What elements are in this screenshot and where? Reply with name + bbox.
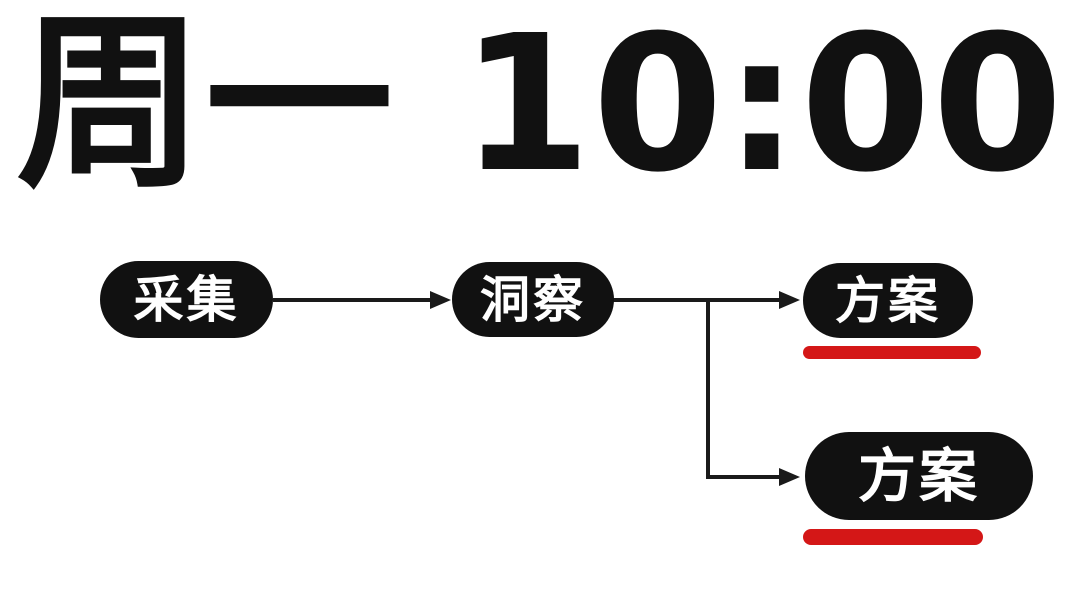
edge-elbow-line [706,300,781,479]
arrowhead-icon [430,291,451,309]
flow-node-insight: 洞察 [452,262,614,337]
page-title: 周一 10:00 [16,0,1064,214]
flow-node-plan-top: 方案 [803,263,973,338]
arrowhead-icon [779,291,800,309]
edge-collect-insight [273,291,451,309]
arrowhead-icon [779,468,800,486]
edge-insight-plan-top [613,291,800,309]
plan-top-underline [803,346,981,359]
plan-bottom-underline [803,529,983,545]
flow-node-collect: 采集 [100,261,273,338]
edge-insight-plan-bottom [706,300,800,486]
flow-node-plan-bottom: 方案 [805,432,1033,520]
